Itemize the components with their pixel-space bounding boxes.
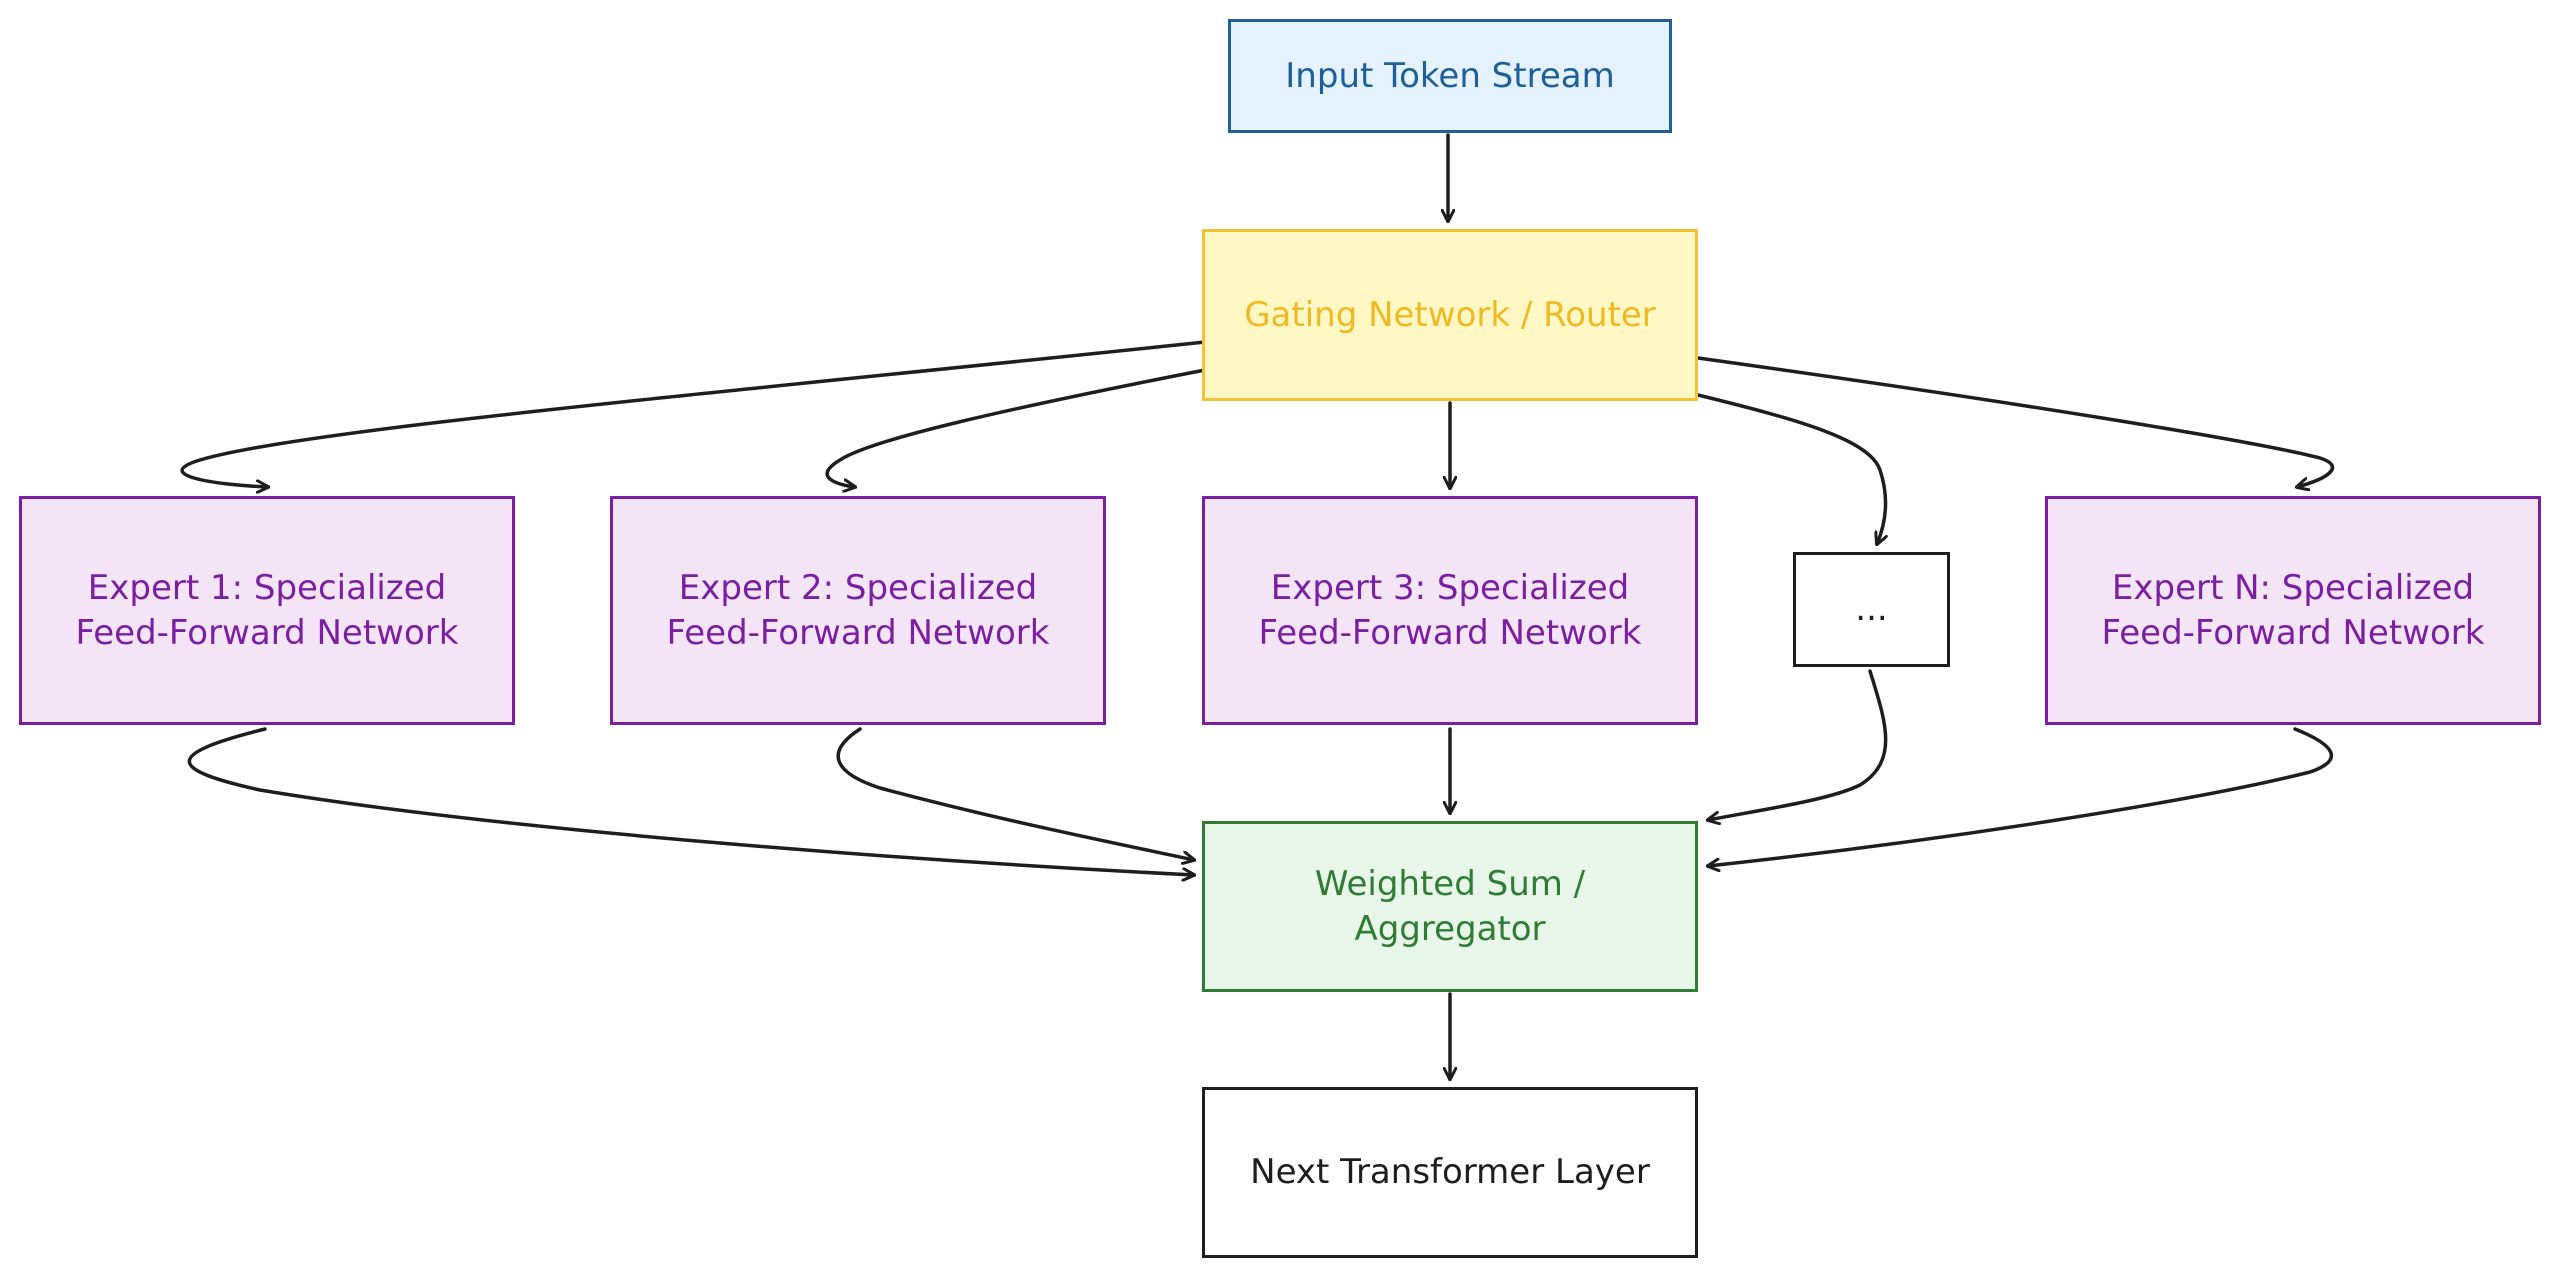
edge-expertN-to-aggregator (1708, 727, 2334, 866)
gating-network-node: Gating Network / Router (1202, 229, 1698, 401)
edge-gate-to-ellipsis (1696, 393, 1886, 544)
expert-1-node: Expert 1: Specialized Feed-Forward Netwo… (19, 496, 515, 725)
edge-expert2-to-aggregator (836, 727, 1194, 860)
ellipsis-label: ... (1855, 589, 1888, 630)
expert-1-label: Expert 1: Specialized Feed-Forward Netwo… (75, 568, 459, 653)
input-token-stream-node: Input Token Stream (1228, 19, 1672, 133)
aggregator-label: Weighted Sum / Aggregator (1314, 864, 1586, 949)
expert-n-node: Expert N: Specialized Feed-Forward Netwo… (2045, 496, 2541, 725)
edge-gate-to-expert2 (825, 368, 1207, 487)
expert-n-label: Expert N: Specialized Feed-Forward Netwo… (2101, 568, 2485, 653)
next-transformer-layer-label: Next Transformer Layer (1250, 1152, 1650, 1193)
edge-expert1-to-aggregator (187, 727, 1194, 875)
edge-ellipsis-to-aggregator (1708, 669, 1888, 820)
edge-gate-to-expert1 (180, 340, 1207, 487)
aggregator-node: Weighted Sum / Aggregator (1202, 821, 1698, 992)
ellipsis-node: ... (1793, 552, 1950, 667)
expert-2-label: Expert 2: Specialized Feed-Forward Netwo… (666, 568, 1050, 653)
expert-3-node: Expert 3: Specialized Feed-Forward Netwo… (1202, 496, 1698, 725)
expert-3-label: Expert 3: Specialized Feed-Forward Netwo… (1258, 568, 1642, 653)
expert-2-node: Expert 2: Specialized Feed-Forward Netwo… (610, 496, 1106, 725)
edge-gate-to-expertN (1696, 356, 2335, 487)
input-token-stream-label: Input Token Stream (1285, 55, 1615, 96)
gating-network-label: Gating Network / Router (1244, 294, 1656, 335)
next-transformer-layer-node: Next Transformer Layer (1202, 1087, 1698, 1258)
